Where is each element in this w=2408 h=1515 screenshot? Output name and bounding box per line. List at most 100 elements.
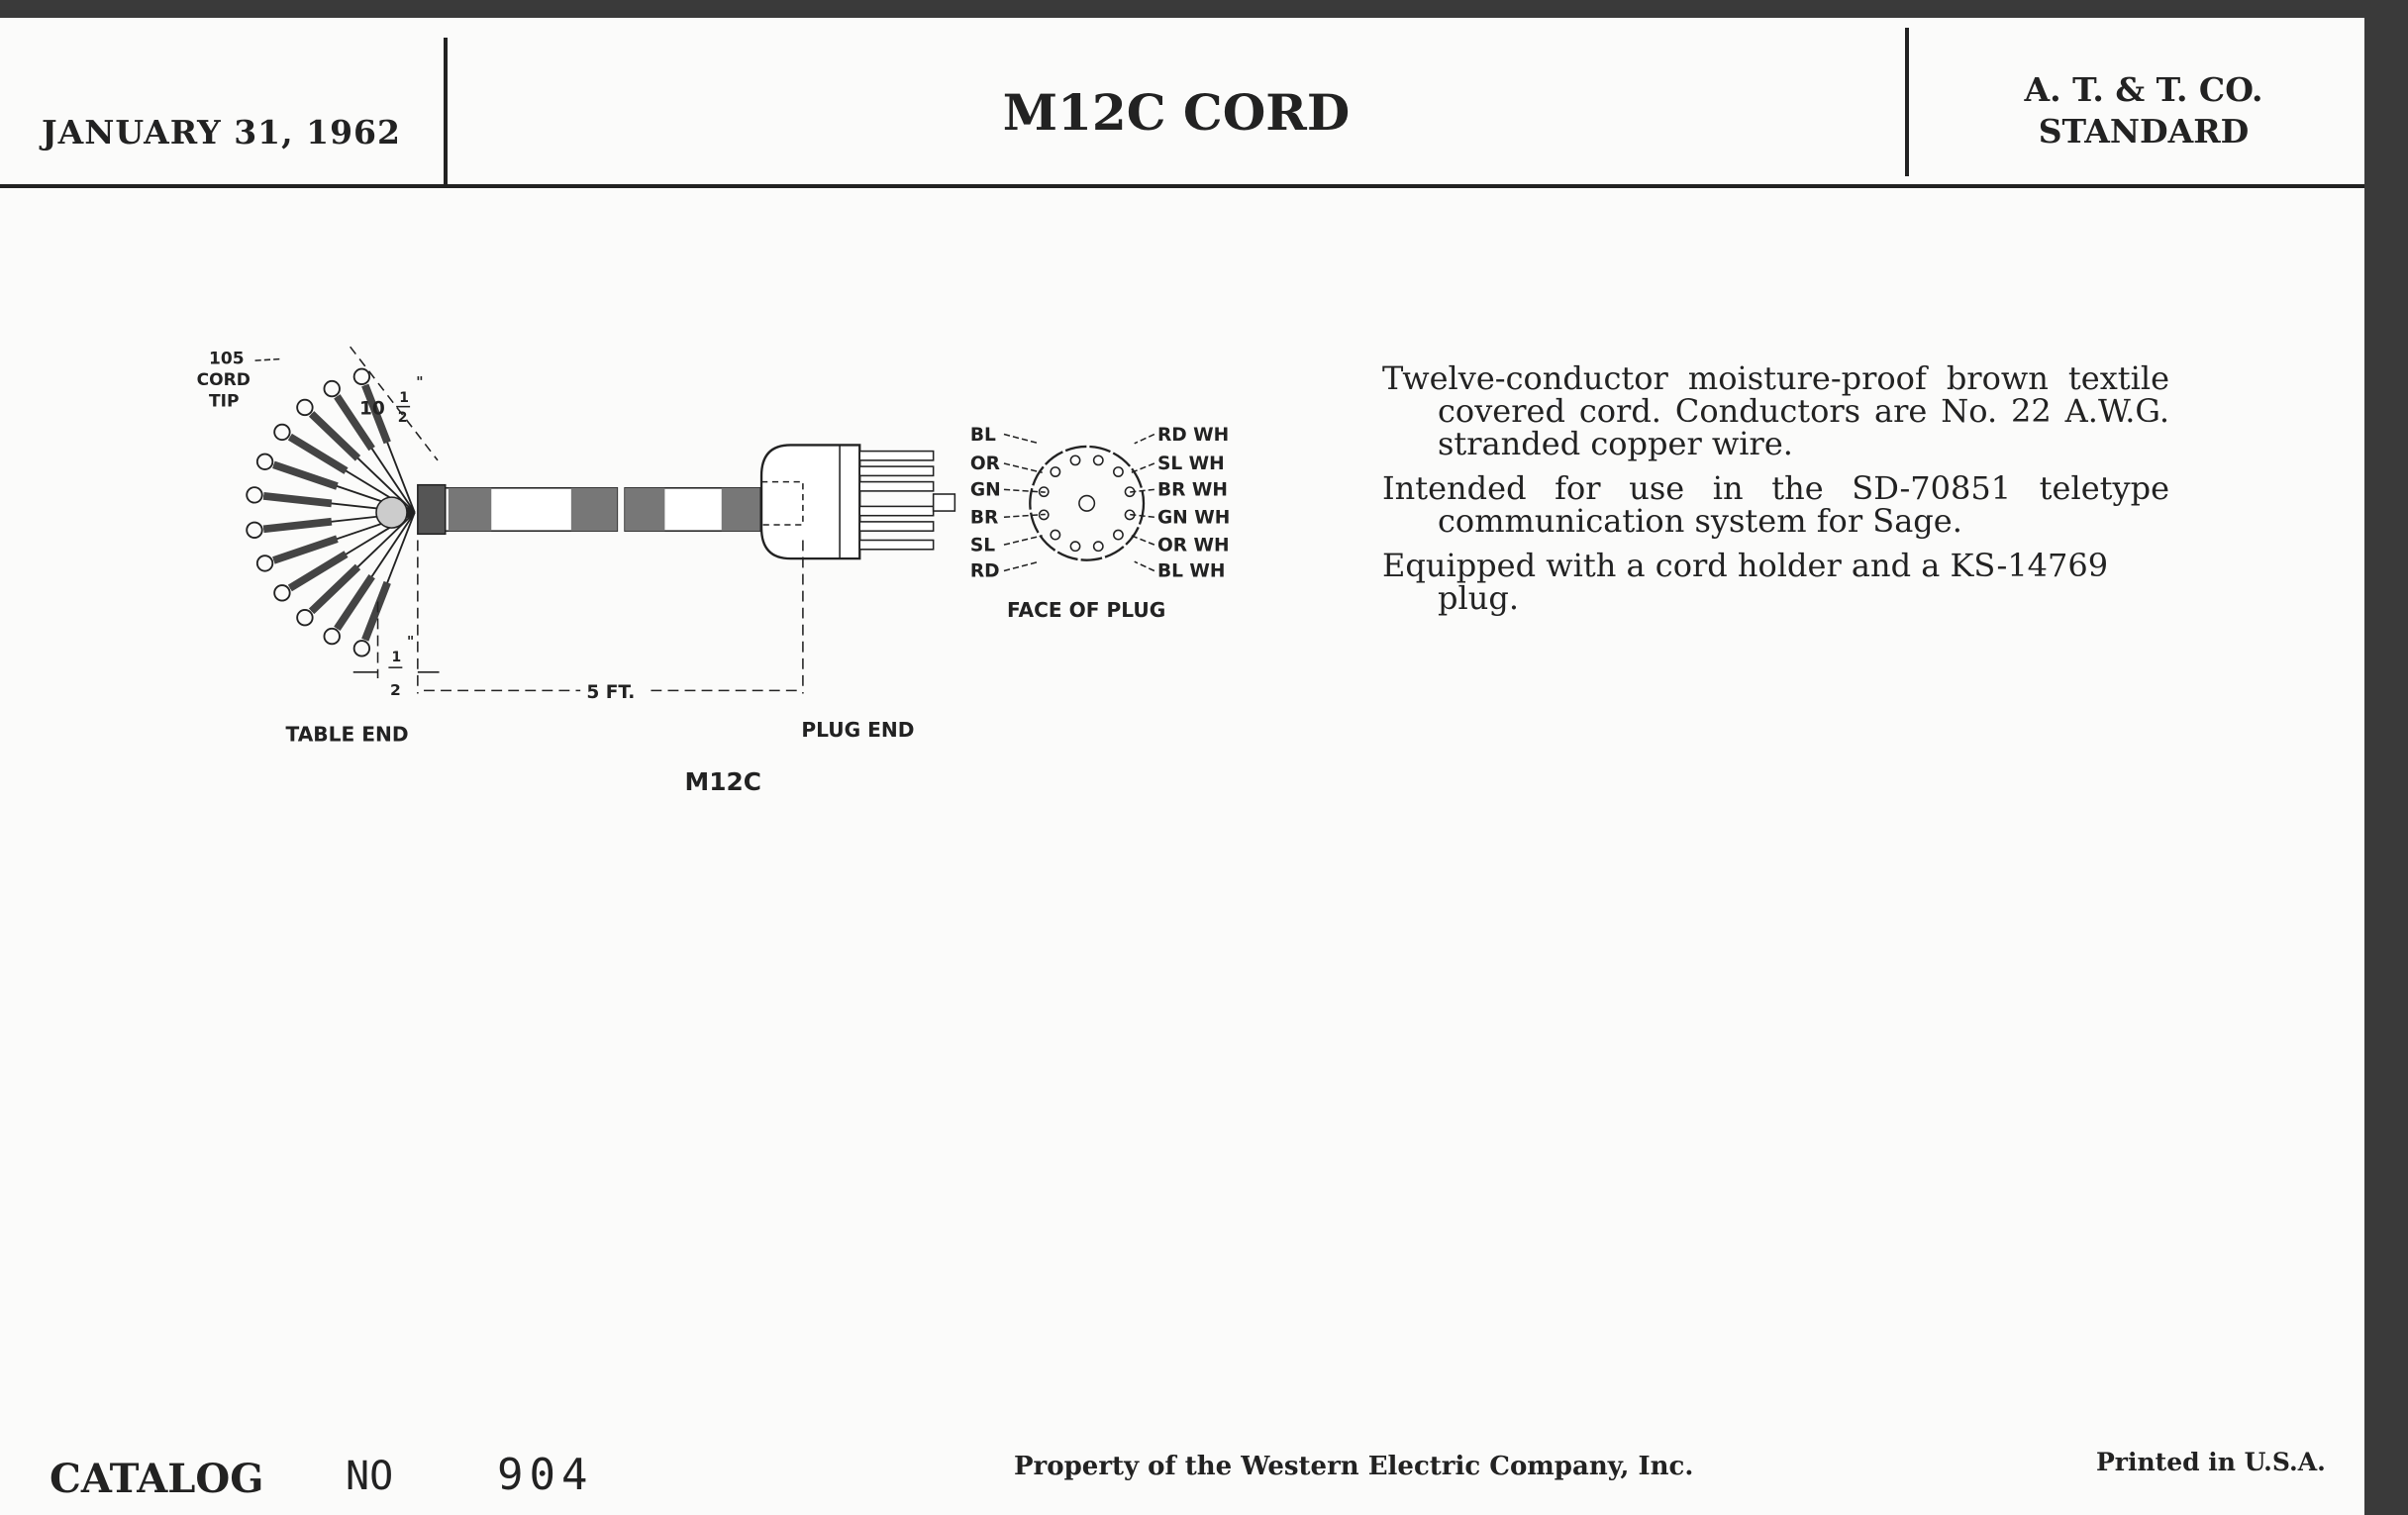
spade-tip bbox=[273, 423, 291, 442]
cord-diagram: 105 CORD TIP 10 1 2 " bbox=[197, 346, 1230, 796]
spade-tip bbox=[246, 486, 263, 504]
pin-label-left: BR bbox=[970, 507, 998, 528]
pin-leader-left bbox=[1003, 513, 1046, 519]
spade-tip bbox=[323, 379, 341, 398]
pin-label-right: BR WH bbox=[1157, 480, 1228, 501]
plug-pin bbox=[858, 480, 935, 492]
pin-leader-left bbox=[1003, 433, 1040, 445]
description-paragraph: Equipped with a cord holder and a KS-147… bbox=[1382, 547, 2109, 617]
face-pin bbox=[1113, 466, 1124, 477]
dim-tip-num: 1 bbox=[399, 390, 409, 406]
standard-label: STANDARD bbox=[2038, 112, 2250, 151]
pin-leader-right bbox=[1134, 433, 1155, 445]
description: Twelve-conductor moisture-proof brown te… bbox=[1382, 362, 2169, 627]
spade-tip bbox=[255, 555, 274, 572]
conductor-sleeve bbox=[334, 573, 375, 632]
header-separator-right bbox=[1905, 28, 1909, 176]
footer-catalog: CATALOG bbox=[50, 1456, 264, 1502]
pin-label-left: GN bbox=[970, 480, 1001, 501]
conductor-sleeve bbox=[361, 383, 391, 445]
pin-leader-right bbox=[1131, 462, 1155, 474]
dim-tip-value: 10 bbox=[359, 398, 385, 419]
face-pin bbox=[1050, 466, 1061, 477]
dim-tip-line bbox=[350, 346, 439, 461]
conductor-sleeve bbox=[287, 433, 349, 474]
tip-leader bbox=[254, 357, 280, 361]
cord-braid bbox=[448, 487, 492, 532]
dim-half-num: 1 bbox=[392, 650, 402, 665]
header-date: JANUARY 31, 1962 bbox=[42, 113, 401, 152]
face-of-plug-caption: FACE OF PLUG bbox=[1007, 598, 1165, 622]
description-paragraph: Intended for use in the SD-70851 teletyp… bbox=[1382, 469, 2169, 540]
plug-pin bbox=[858, 465, 935, 477]
dim-tip-den: 2 bbox=[398, 410, 408, 426]
spade-tip bbox=[296, 609, 314, 627]
description-paragraph: Twelve-conductor moisture-proof brown te… bbox=[1382, 359, 2169, 462]
pin-label-right: BL WH bbox=[1157, 561, 1226, 582]
cord-braid bbox=[721, 487, 760, 532]
spade-tip bbox=[352, 367, 371, 386]
spade-tip-fan bbox=[246, 367, 416, 657]
footer-catalog-number: 904 bbox=[497, 1450, 594, 1500]
plug-pin bbox=[858, 539, 935, 551]
dim-tip-inch: " bbox=[416, 375, 423, 391]
table-end-label: TABLE END bbox=[286, 723, 409, 747]
catalog-card: JANUARY 31, 1962 M12C CORD A. T. & T. CO… bbox=[0, 18, 2364, 1515]
pin-label-right: RD WH bbox=[1157, 425, 1229, 446]
plug-face bbox=[1029, 445, 1146, 561]
cord-holder bbox=[417, 483, 447, 536]
conductor-sleeve bbox=[262, 492, 333, 508]
pin-leader-right bbox=[1128, 488, 1154, 493]
face-pin bbox=[1069, 454, 1081, 466]
spade-tip bbox=[352, 640, 371, 657]
cord-braid bbox=[625, 487, 665, 532]
spade-tip bbox=[296, 398, 314, 417]
tip-label-1: 105 bbox=[209, 349, 245, 368]
spade-tip bbox=[273, 584, 291, 602]
conductor-sleeve bbox=[272, 460, 339, 490]
plug-pin bbox=[858, 521, 935, 532]
dimension-lines bbox=[376, 540, 804, 694]
pin-label-right: SL WH bbox=[1157, 454, 1225, 474]
pin-label-left: SL bbox=[970, 535, 995, 556]
plug-pin bbox=[858, 450, 935, 461]
plug-body bbox=[759, 444, 861, 560]
conductor-sleeve bbox=[272, 535, 339, 564]
conductor-sleeve bbox=[334, 394, 375, 452]
pin-leader-left bbox=[1003, 560, 1040, 572]
cord-braid bbox=[570, 487, 618, 532]
dim-cord-length: 5 FT. bbox=[586, 682, 635, 703]
conductor-sleeve bbox=[361, 580, 391, 642]
tip-label-2: CORD bbox=[197, 370, 251, 390]
pin-leaders bbox=[1003, 433, 1155, 572]
standard-company: A. T. & T. CO. bbox=[2024, 70, 2263, 109]
pin-label-left: RD bbox=[970, 561, 1000, 582]
diagram-caption: M12C bbox=[685, 767, 761, 796]
conductor-sleeve bbox=[287, 551, 349, 592]
plug-key bbox=[932, 493, 956, 512]
dim-half-inch: " bbox=[407, 634, 414, 650]
header-divider bbox=[0, 184, 2364, 188]
page-title: M12C CORD bbox=[1002, 83, 1351, 142]
footer-printed: Printed in U.S.A. bbox=[2096, 1448, 2326, 1476]
plug-pins bbox=[858, 450, 935, 551]
pin-label-left: OR bbox=[970, 454, 1000, 474]
spade-tip bbox=[323, 627, 341, 646]
plug-face-labels: BL OR GN BR SL RD RD WH SL WH BR WH GN W… bbox=[970, 425, 1230, 582]
header-standard: A. T. & T. CO. STANDARD bbox=[1907, 69, 2380, 152]
pin-label-right: OR WH bbox=[1157, 535, 1230, 556]
pin-leader-right bbox=[1134, 560, 1155, 572]
plug-end-label: PLUG END bbox=[801, 718, 914, 742]
header-separator-left bbox=[444, 38, 448, 186]
tip-label-3: TIP bbox=[209, 392, 239, 412]
pin-leader-right bbox=[1131, 535, 1155, 546]
pin-leader-left bbox=[1003, 462, 1043, 474]
conductor-sleeve bbox=[262, 517, 333, 534]
pin-leader-left bbox=[1003, 488, 1046, 493]
pin-leader-left bbox=[1003, 535, 1043, 546]
cord-end bbox=[375, 496, 408, 529]
pin-label-left: BL bbox=[970, 425, 996, 446]
face-pin bbox=[1113, 529, 1124, 541]
pin-leader-right bbox=[1128, 513, 1154, 519]
dim-half-den: 2 bbox=[390, 681, 401, 699]
